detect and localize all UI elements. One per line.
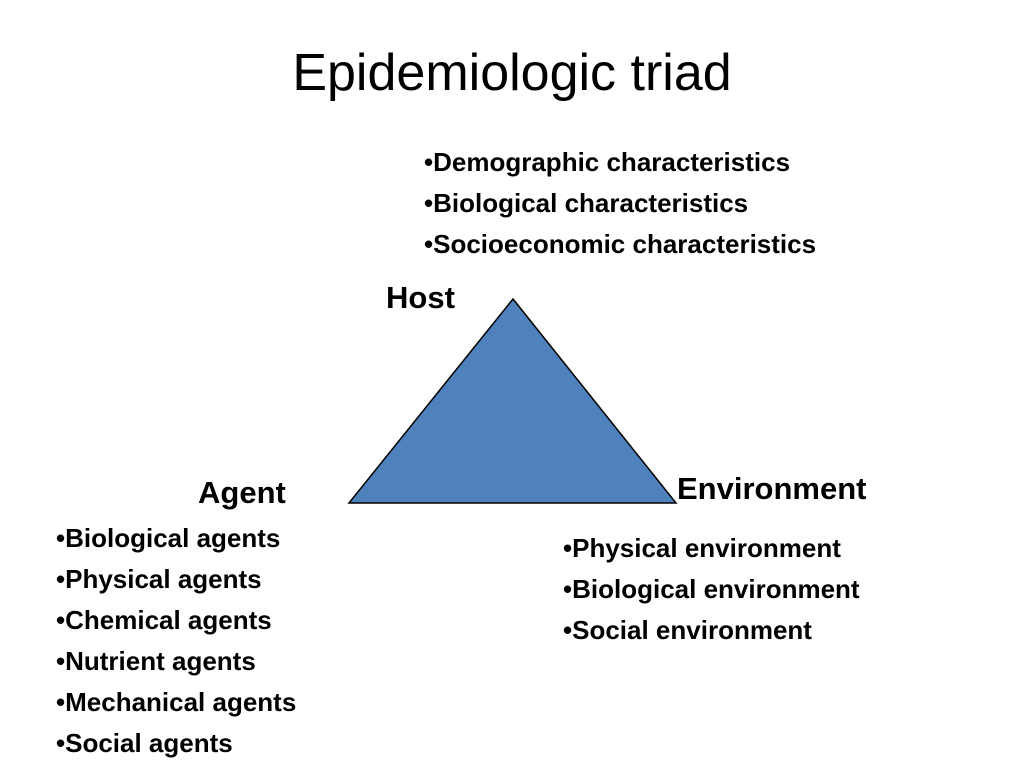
bullet: • <box>56 687 66 717</box>
bullet: • <box>424 188 434 218</box>
host-characteristics-list: •Demographic characteristics •Biological… <box>424 142 816 265</box>
host-item-label: Socioeconomic characteristics <box>433 229 817 259</box>
bullet: • <box>563 533 573 563</box>
agent-item-label: Mechanical agents <box>65 687 297 717</box>
list-item: •Physical agents <box>56 559 296 600</box>
slide-title: Epidemiologic triad <box>292 44 732 102</box>
environment-item-label: Biological environment <box>572 574 860 604</box>
list-item: •Biological environment <box>563 569 860 610</box>
triangle-shape <box>347 297 678 504</box>
list-item: •Nutrient agents <box>56 641 296 682</box>
bullet: • <box>56 605 66 635</box>
host-label: Host <box>386 280 455 315</box>
list-item: •Biological agents <box>56 518 296 559</box>
environment-item-label: Social environment <box>572 615 812 645</box>
bullet: • <box>424 229 434 259</box>
host-item-label: Demographic characteristics <box>433 147 791 177</box>
list-item: •Social agents <box>56 723 296 764</box>
bullet: • <box>56 646 66 676</box>
agent-label: Agent <box>198 475 286 510</box>
bullet: • <box>56 523 66 553</box>
environment-label: Environment <box>677 471 867 506</box>
bullet: • <box>424 147 434 177</box>
list-item: •Mechanical agents <box>56 682 296 723</box>
agent-item-label: Nutrient agents <box>65 646 256 676</box>
bullet: • <box>56 564 66 594</box>
environment-types-list: •Physical environment •Biological enviro… <box>563 528 860 651</box>
list-item: •Demographic characteristics <box>424 142 816 183</box>
list-item: •Chemical agents <box>56 600 296 641</box>
environment-item-label: Physical environment <box>572 533 841 563</box>
agent-types-list: •Biological agents •Physical agents •Che… <box>56 518 296 764</box>
bullet: • <box>56 728 66 758</box>
bullet: • <box>563 615 573 645</box>
list-item: •Physical environment <box>563 528 860 569</box>
agent-item-label: Social agents <box>65 728 233 758</box>
agent-item-label: Biological agents <box>65 523 281 553</box>
list-item: •Socioeconomic characteristics <box>424 224 816 265</box>
agent-item-label: Physical agents <box>65 564 262 594</box>
list-item: •Social environment <box>563 610 860 651</box>
agent-item-label: Chemical agents <box>65 605 272 635</box>
host-item-label: Biological characteristics <box>433 188 749 218</box>
list-item: •Biological characteristics <box>424 183 816 224</box>
bullet: • <box>563 574 573 604</box>
